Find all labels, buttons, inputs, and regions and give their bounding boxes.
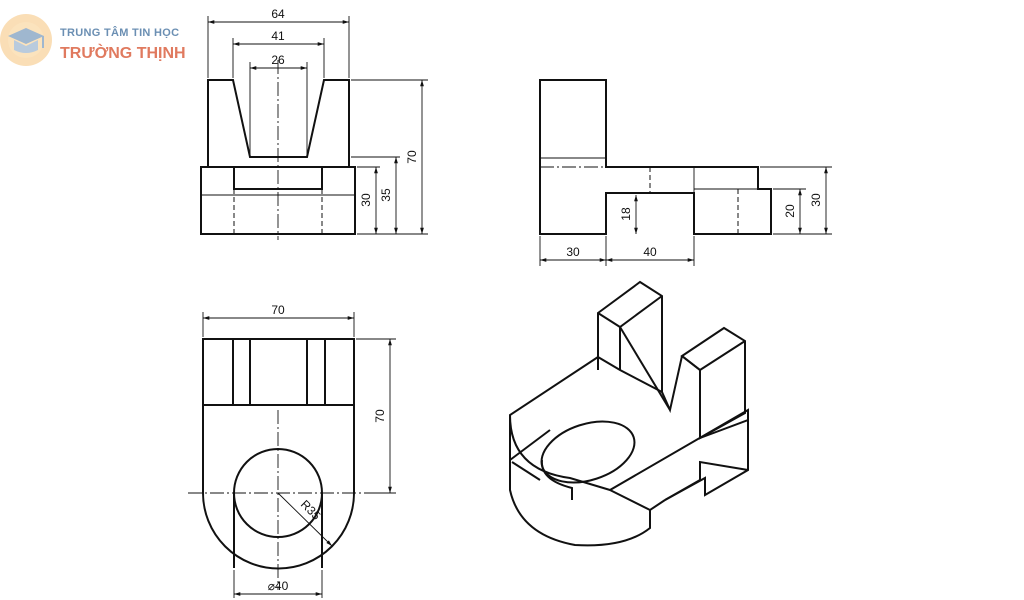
dim-top-70-right: 70 [373,409,387,423]
top-view: 70 70 R35 ⌀40 [188,303,396,598]
logo-line2: TRƯỜNG THỊNH [60,43,186,62]
graduation-cap-icon [0,14,52,66]
logo-line1: TRUNG TÂM TIN HỌC [60,26,179,39]
dim-front-64: 64 [271,7,285,21]
brand-logo: TRUNG TÂM TIN HỌC TRƯỜNG THỊNH [0,14,186,66]
dim-side-20: 20 [783,204,797,218]
dim-front-30: 30 [359,193,373,207]
dim-side-30: 30 [566,245,580,259]
dim-top-r35: R35 [298,497,324,523]
dim-front-26: 26 [271,53,285,67]
dim-side-40: 40 [643,245,657,259]
front-view: 64 41 26 70 35 30 [200,7,428,240]
dim-top-70: 70 [271,303,285,317]
dim-front-35: 35 [379,188,393,202]
side-view: 30 40 18 20 30 [539,79,832,266]
isometric-view [508,280,749,547]
dim-side-30-right: 30 [809,193,823,207]
dim-front-70: 70 [405,150,419,164]
dim-side-18: 18 [619,207,633,221]
dim-front-41: 41 [271,29,285,43]
dim-top-d40: ⌀40 [268,579,289,593]
